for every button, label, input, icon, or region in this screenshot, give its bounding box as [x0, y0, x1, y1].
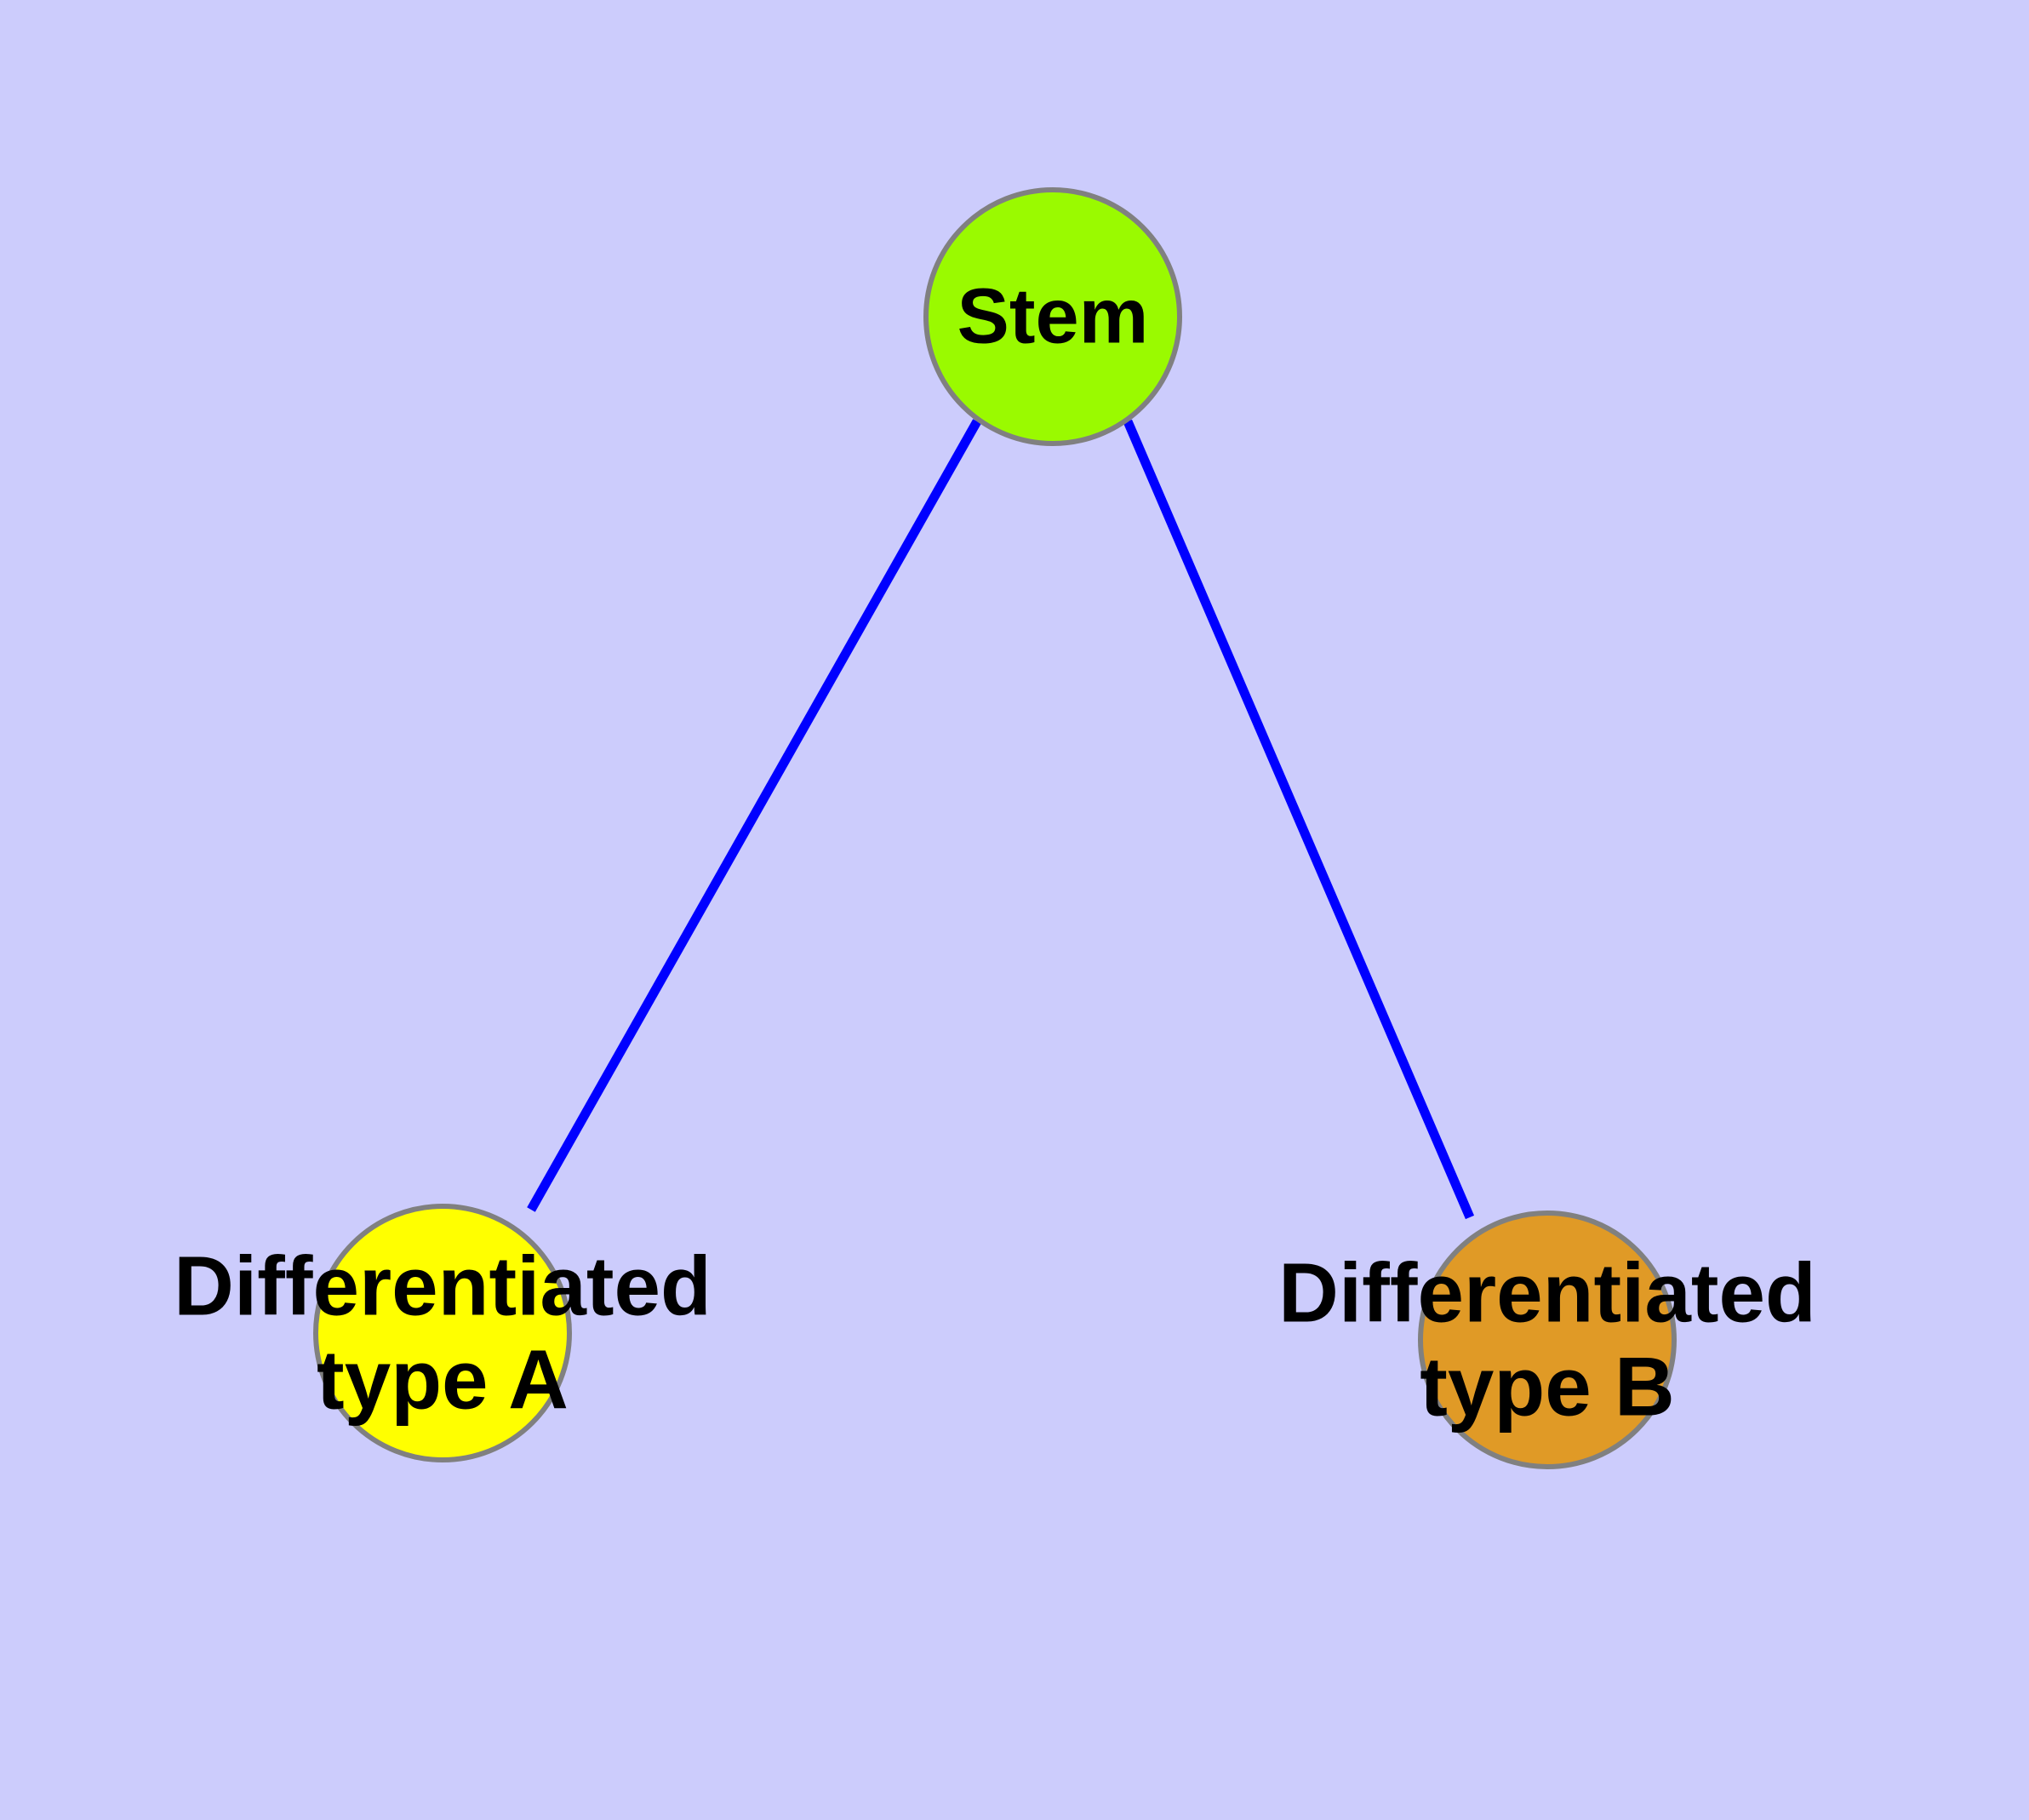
edge-stem-to-differentiated-type-b [1123, 419, 1475, 1220]
edge-stem-to-differentiated-type-a [527, 419, 981, 1212]
node-differentiated-type-b[interactable]: Differentiated type B [1278, 1210, 1816, 1469]
node-stem[interactable]: Stem [923, 187, 1182, 446]
node-differentiated-type-b-circle [1418, 1210, 1677, 1469]
node-differentiated-type-a-circle [313, 1204, 572, 1462]
node-stem-circle [923, 187, 1182, 446]
node-differentiated-type-a[interactable]: Differentiated type A [174, 1204, 712, 1462]
